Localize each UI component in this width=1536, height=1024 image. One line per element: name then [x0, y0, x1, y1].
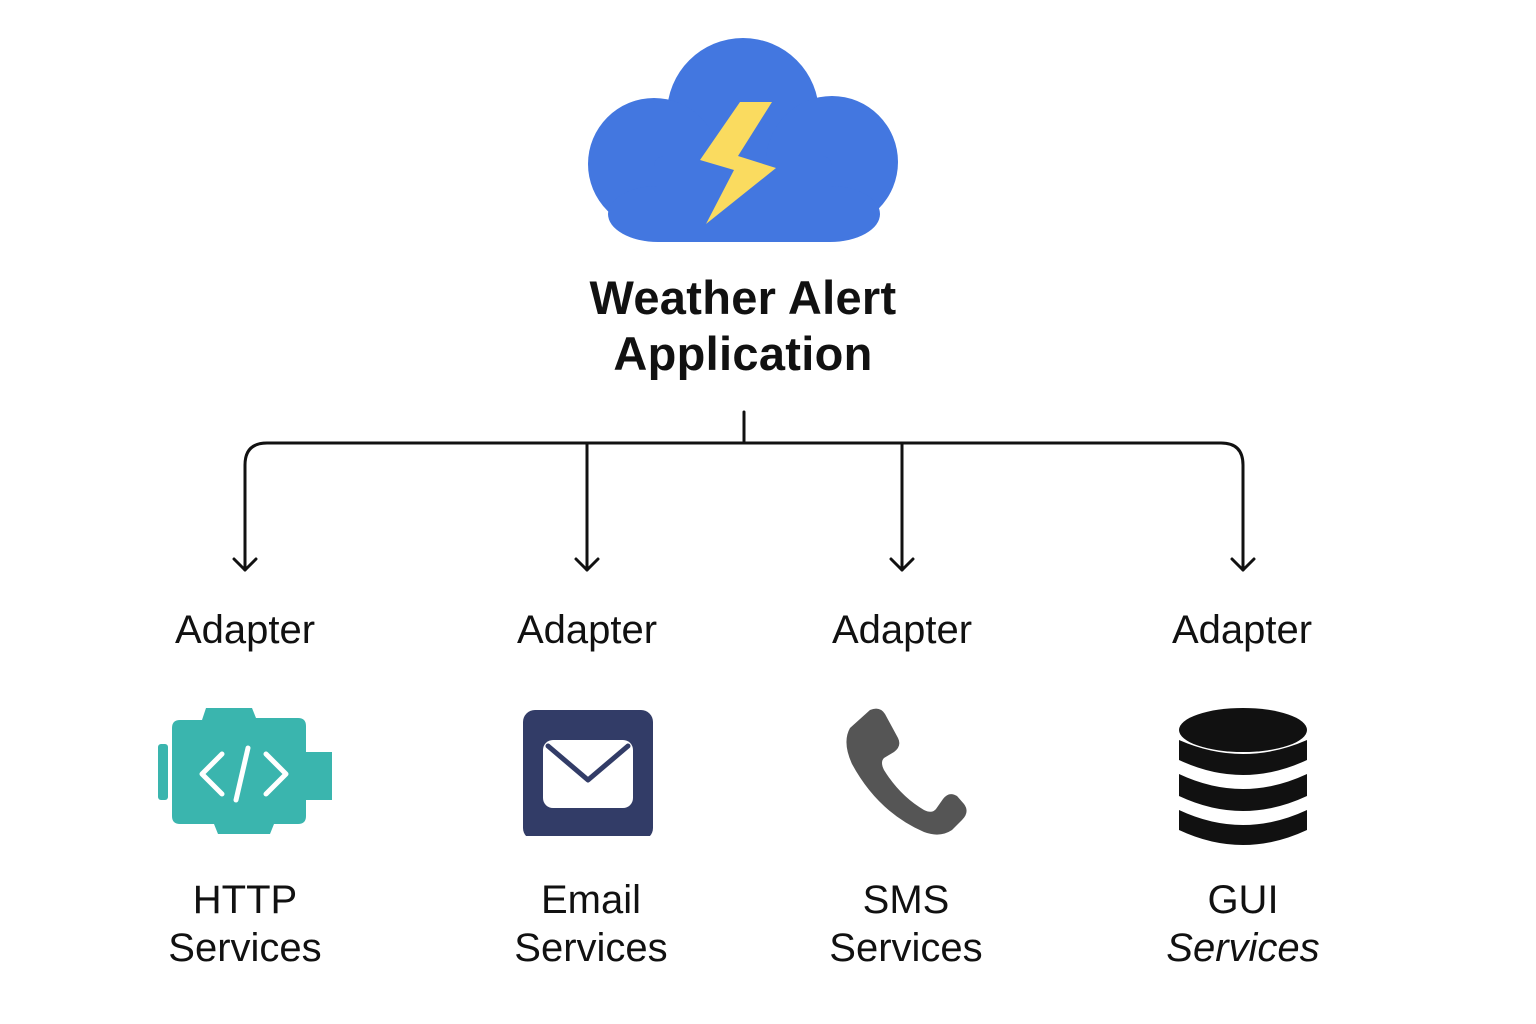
arrow-head-gui [1230, 557, 1256, 572]
service-label-http: HTTP Services [95, 876, 395, 972]
arrow-head-email [574, 557, 600, 572]
service-label-email: Email Services [441, 876, 741, 972]
cloud-lightning-icon [588, 36, 900, 242]
adapter-label-sms: Adapter [831, 608, 973, 652]
service-suffix-email: Services [514, 926, 668, 970]
service-suffix-gui: Services [1166, 926, 1320, 970]
service-label-gui: GUI Services [1093, 876, 1393, 972]
service-suffix-sms: Services [829, 926, 983, 970]
app-title-line1: Weather Alert [589, 271, 897, 324]
service-label-sms: SMS Services [756, 876, 1056, 972]
arrow-head-http [232, 557, 258, 572]
code-chip-icon [156, 704, 336, 836]
service-name-gui: GUI [1207, 878, 1279, 922]
service-name-sms: SMS [862, 878, 950, 922]
arrow-head-sms [889, 557, 915, 572]
app-title-line2: Application [613, 327, 873, 380]
phone-icon [842, 704, 970, 840]
lightning-bolt-icon [700, 102, 776, 224]
service-name-email: Email [540, 878, 642, 922]
bus-line [243, 441, 1245, 572]
service-name-http: HTTP [192, 878, 298, 922]
app-title: Weather Alert Application [443, 270, 1043, 382]
service-suffix-http: Services [168, 926, 322, 970]
adapter-label-gui: Adapter [1171, 608, 1313, 652]
adapter-label-email: Adapter [516, 608, 658, 652]
adapter-label-http: Adapter [174, 608, 316, 652]
database-icon [1176, 704, 1310, 854]
envelope-icon [522, 704, 654, 836]
